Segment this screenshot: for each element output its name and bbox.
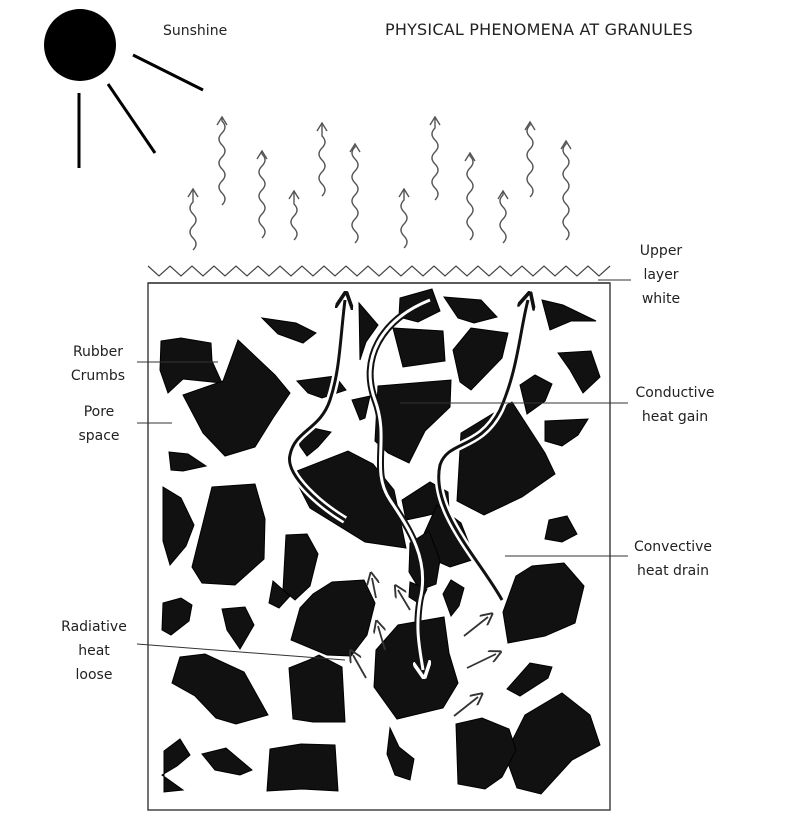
heat-arrow-icon <box>560 139 572 150</box>
heat-arrow-icon <box>216 115 228 126</box>
upper-layer-line-1: Upper <box>639 243 683 259</box>
radiative-line-2: heat <box>78 643 110 659</box>
heat-wave-icon <box>351 145 359 244</box>
heat-wave-icon <box>318 124 326 197</box>
heat-wave-icon <box>400 190 408 249</box>
upper-layer-line-2: layer <box>643 267 679 283</box>
conductive-path <box>366 296 430 670</box>
rubber-crumbs-line-2: Crumbs <box>70 368 126 384</box>
heat-arrow-icon <box>256 149 268 160</box>
heat-arrow-icon <box>524 120 536 131</box>
heat-wave-icon <box>466 154 474 241</box>
heat-arrow-icon <box>187 187 199 198</box>
pore-space-label: Pore space <box>75 400 123 448</box>
heat-arrow-icon <box>429 115 441 126</box>
upper-layer-line-3: white <box>641 291 681 307</box>
diagram-title: PHYSICAL PHENOMENA AT GRANULES <box>385 20 693 39</box>
rubber-crumbs-line-1: Rubber <box>72 344 124 360</box>
conductive-line-1: Conductive <box>635 385 715 401</box>
heat-arrow-icon <box>349 142 361 153</box>
conductive-line-2: heat gain <box>641 409 709 425</box>
heat-wave-icon <box>562 142 570 241</box>
convective-flow-arrows <box>285 300 528 602</box>
conductive-label: Conductive heat gain <box>630 381 720 429</box>
heat-wave-icon <box>218 118 226 206</box>
convective-line-1: Convective <box>633 539 713 555</box>
heat-wave-icon <box>431 118 439 201</box>
heat-arrow-icon <box>464 151 476 162</box>
heat-arrow-icon <box>497 189 509 200</box>
granule-container <box>147 282 611 811</box>
radiative-line-3: loose <box>75 667 113 683</box>
pore-space-line-2: space <box>78 428 120 444</box>
heat-arrow-icon <box>288 189 300 200</box>
rubber-crumbs-label: Rubber Crumbs <box>68 340 128 388</box>
leader-lines <box>136 279 631 661</box>
upper-layer-label: Upper layer white <box>637 239 685 311</box>
radiative-arrows <box>353 578 496 717</box>
heat-wave-icon <box>526 123 534 198</box>
heat-wave-icon <box>499 192 507 244</box>
rubber-crumbs <box>159 288 601 795</box>
heat-wave-icon <box>290 192 298 241</box>
heat-wave-icon <box>258 152 266 239</box>
convective-line-2: heat drain <box>637 563 709 579</box>
heat-arrow-icon <box>398 187 410 198</box>
radiative-line-1: Radiative <box>61 619 127 635</box>
sun-icon <box>44 9 204 168</box>
upper-layer <box>147 265 611 284</box>
heat-wave-icon <box>189 190 197 251</box>
heat-waves <box>187 115 572 251</box>
pore-space-line-1: Pore <box>83 404 115 420</box>
convective-label: Convective heat drain <box>628 535 718 583</box>
radiative-label: Radiative heat loose <box>58 615 130 687</box>
heat-arrow-icon <box>316 121 328 132</box>
sunshine-label: Sunshine <box>163 23 228 39</box>
